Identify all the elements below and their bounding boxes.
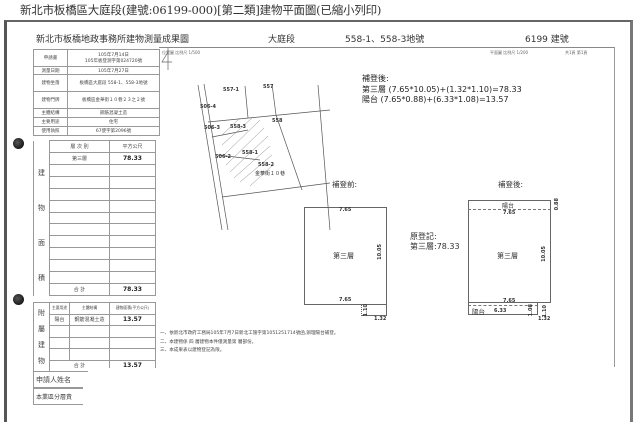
binder-hole-icon bbox=[13, 294, 24, 305]
label-address: 建物門牌 bbox=[33, 91, 68, 109]
after-room-label: 第三層 bbox=[497, 252, 518, 260]
before-step-outline bbox=[361, 304, 387, 316]
anc-use: 陽台 bbox=[49, 313, 70, 326]
before-room-outline bbox=[304, 207, 387, 305]
value-application: 105年7月14日 105年板登測字第024720號 bbox=[67, 49, 160, 67]
svg-text:558-1: 558-1 bbox=[242, 150, 259, 156]
parcel-numbers: 558-1、558-3地號 bbox=[345, 35, 425, 45]
label-structure: 主體結構 bbox=[33, 108, 68, 118]
office-title: 新北市板橋地政事務所建物測量成果圖 bbox=[36, 35, 190, 45]
svg-text:558-3: 558-3 bbox=[230, 124, 247, 130]
calc-balcony-formula: 陽台 (7.65*0.88)+(6.33*1.08)=13.57 bbox=[362, 95, 509, 104]
svg-text:506-4: 506-4 bbox=[200, 104, 217, 110]
svg-text:558-2: 558-2 bbox=[258, 162, 275, 168]
svg-text:金華街１０巷: 金華街１０巷 bbox=[255, 170, 285, 177]
scale-left: 位置圖 比例尺 1/500 bbox=[162, 50, 201, 55]
calc-floor-formula: 第三層 (7.65*10.05)+(1.32*1.10)=78.33 bbox=[362, 84, 522, 94]
value-survey-date: 105年7月27日 bbox=[67, 66, 160, 75]
binder-hole-icon bbox=[13, 138, 24, 149]
original-block: 原登記: 第三層:78.33 bbox=[410, 232, 460, 251]
drawing-frame bbox=[159, 47, 615, 367]
value-structure: 鋼筋混凝土造 bbox=[67, 108, 160, 118]
page-title: 新北市板橋區大庭段(建號:06199-000)[第二類]建物平面圖(已縮小列印) bbox=[20, 3, 382, 17]
col-anc-area: 建物面積(平方公尺) bbox=[109, 302, 156, 315]
notes-block: 一、依新北市政府工務局105年7月7日新北工施字第1051251714號函,辦理… bbox=[160, 331, 339, 353]
value-permit: 67使字第2096號 bbox=[67, 126, 160, 136]
svg-text:557: 557 bbox=[263, 84, 274, 90]
svg-text:506-3: 506-3 bbox=[204, 125, 221, 131]
calc-title: 補登後: bbox=[362, 74, 389, 83]
section-name: 大庭段 bbox=[268, 35, 296, 45]
calculation-block: 補登後: 第三層 (7.65*10.05)+(1.32*1.10)=78.33 … bbox=[362, 74, 522, 106]
value-usage: 住宅 bbox=[67, 117, 160, 127]
label-usage: 主要用途 bbox=[33, 117, 68, 127]
after-room-outline bbox=[468, 200, 551, 303]
anc-struct: 鋼筋混凝土造 bbox=[69, 313, 110, 326]
floor-area: 78.33 bbox=[109, 151, 156, 165]
col-struct: 主體結構 bbox=[69, 302, 110, 315]
label-survey-date: 測量日期 bbox=[33, 66, 68, 75]
value-location: 板橋區大庭段 558-1、558-3地號 bbox=[67, 74, 160, 92]
north-arrow-icon bbox=[161, 48, 172, 70]
col-use: 主要用途 bbox=[49, 302, 70, 315]
area-side-label: 建 物 面 積 bbox=[33, 140, 50, 296]
before-room-label: 第三層 bbox=[333, 252, 354, 260]
balcony-bottom-line bbox=[468, 305, 538, 306]
site-plan-diagram: 557-1 557 506-4 506-3 558-3 558 558-1 50… bbox=[161, 48, 331, 230]
svg-text:558: 558 bbox=[272, 118, 283, 124]
before-title: 補登前: bbox=[332, 180, 358, 189]
page-info: 共1頁 第1頁 bbox=[565, 50, 588, 55]
svg-text:557-1: 557-1 bbox=[223, 87, 240, 93]
after-title: 補登後: bbox=[498, 180, 524, 189]
value-address: 板橋區金華街１０巷２３之２號 bbox=[67, 91, 160, 109]
area-total: 78.33 bbox=[109, 283, 156, 296]
scale-right: 平面圖 比例尺 1/200 bbox=[490, 50, 529, 55]
blank-area bbox=[88, 368, 598, 422]
building-number: 6199 建號 bbox=[525, 35, 569, 45]
ancillary-side-label: 附 屬 建 物 bbox=[33, 302, 50, 372]
share-label: 本業區分層責 bbox=[33, 388, 83, 405]
balcony-line bbox=[468, 209, 551, 210]
label-application: 申請書 bbox=[33, 49, 68, 67]
label-permit: 使用執照 bbox=[33, 126, 68, 136]
label-location: 建物坐落 bbox=[33, 74, 68, 92]
anc-area: 13.57 bbox=[109, 313, 156, 326]
floor-name: 第三層 bbox=[49, 151, 110, 165]
svg-text:506-2: 506-2 bbox=[215, 154, 232, 160]
area-total-label: 合 計 bbox=[49, 283, 110, 296]
after-balcony-outline bbox=[468, 303, 538, 315]
col-area: 平方公尺 bbox=[109, 140, 156, 153]
col-floor: 層 次 別 bbox=[49, 140, 110, 153]
applicant-name-label: 申請人姓名 bbox=[33, 371, 83, 388]
